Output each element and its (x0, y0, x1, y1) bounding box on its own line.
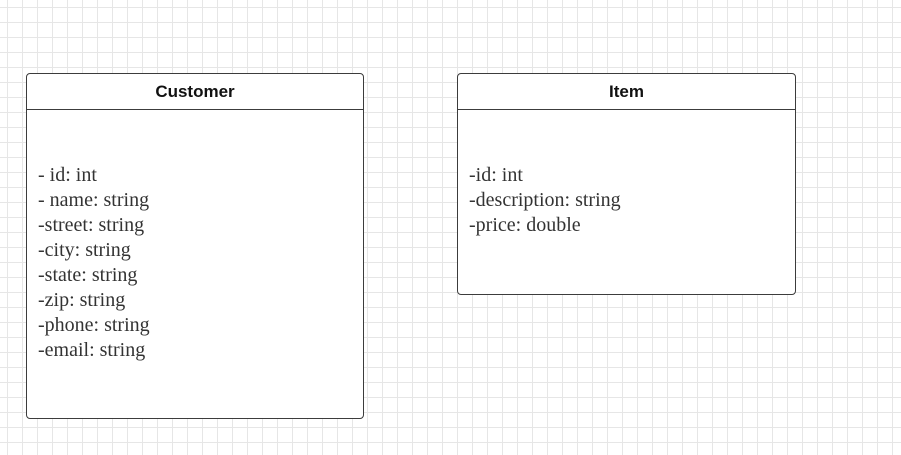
customer-class-box[interactable]: Customer - id: int - name: string -stree… (26, 73, 364, 419)
customer-attribute-state: -state: string (38, 264, 138, 286)
customer-attribute-city: -city: string (38, 239, 131, 261)
customer-attribute-street: -street: string (38, 214, 145, 236)
customer-attribute-id: - id: int (38, 164, 97, 186)
item-attribute-price: -price: double (469, 214, 581, 236)
customer-attribute-phone: -phone: string (38, 314, 150, 336)
item-class-box[interactable]: Item -id: int -description: string -pric… (457, 73, 796, 295)
item-attribute-description: -description: string (469, 189, 621, 211)
customer-attribute-zip: -zip: string (38, 289, 126, 311)
item-attribute-id: -id: int (469, 164, 523, 186)
customer-attribute-list: - id: int - name: string -street: string… (27, 110, 363, 363)
customer-class-name: Customer (27, 74, 363, 110)
customer-attribute-email: -email: string (38, 339, 146, 361)
item-attribute-list: -id: int -description: string -price: do… (458, 110, 795, 238)
item-class-name: Item (458, 74, 795, 110)
customer-attribute-name: - name: string (38, 189, 150, 211)
